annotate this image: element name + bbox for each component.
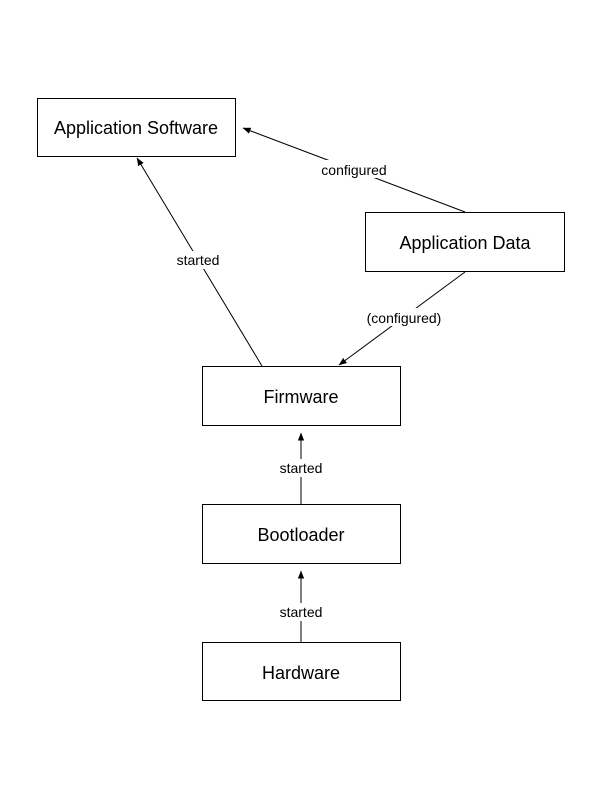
edge-label-started: started: [280, 604, 323, 620]
node-firmware: Firmware: [202, 366, 401, 426]
node-box: [202, 366, 401, 426]
node-application-data: Application Data: [365, 212, 565, 272]
node-bootloader: Bootloader: [202, 504, 401, 564]
edge-data-to-software: configured: [242, 127, 466, 213]
node-box: [37, 98, 236, 157]
edge-firmware-to-software: started: [136, 157, 263, 367]
edge-data-to-firmware: (configured): [338, 271, 466, 366]
node-hardware: Hardware: [202, 642, 401, 701]
node-label: Hardware: [262, 663, 340, 683]
node-label: Application Data: [399, 233, 531, 253]
node-box: [365, 212, 565, 272]
edge-label-started: started: [280, 460, 323, 476]
node-label: Bootloader: [257, 525, 344, 545]
edge-label-configured-optional: (configured): [367, 310, 442, 326]
node-label: Firmware: [264, 387, 339, 407]
node-box: [202, 642, 401, 701]
edge-label-started: started: [177, 252, 220, 268]
node-label: Application Software: [54, 118, 218, 138]
edge-hardware-to-bootloader: started: [275, 570, 327, 642]
node-application-software: Application Software: [37, 98, 236, 157]
edge-bootloader-to-firmware: started: [275, 432, 327, 504]
edge-label-configured: configured: [321, 162, 386, 178]
node-box: [202, 504, 401, 564]
